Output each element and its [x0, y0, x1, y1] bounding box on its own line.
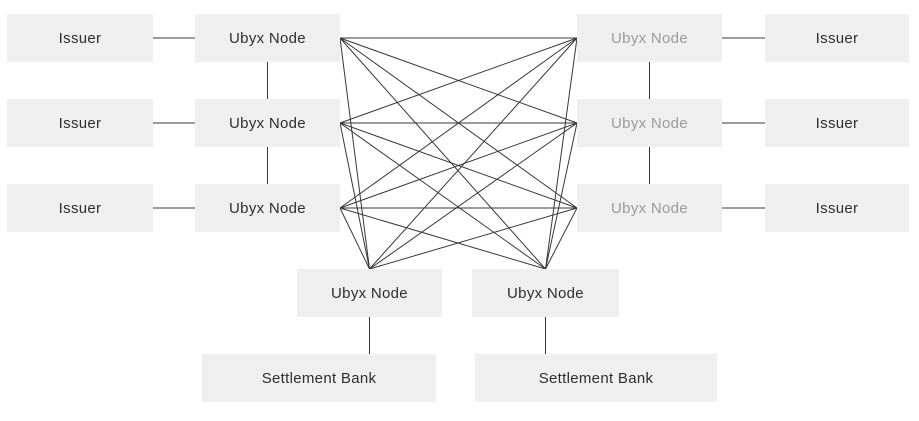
node-issuer-right-1: Issuer [765, 14, 909, 62]
node-issuer-left-1: Issuer [7, 14, 153, 62]
edge-ubyx-bottom-1-to-ubyx-right-1 [369, 37, 578, 270]
edge-ubyx-bottom-2-to-ubyx-right-3 [545, 207, 578, 270]
node-label: Ubyx Node [611, 114, 688, 132]
node-label: Settlement Bank [261, 369, 377, 387]
edge-ubyx-bottom-2-to-ubyx-right-1 [545, 37, 578, 270]
edge-ubyx-bottom-2-to-ubyx-left-2 [339, 122, 546, 270]
node-label: Issuer [58, 29, 102, 47]
node-ubyx-right-2: Ubyx Node [577, 99, 722, 147]
edge-ubyx-bottom-1-to-ubyx-right-3 [369, 207, 578, 270]
node-ubyx-right-3: Ubyx Node [577, 184, 722, 232]
edge-ubyx-bottom-1-to-ubyx-right-2 [369, 122, 578, 270]
node-label: Ubyx Node [611, 29, 688, 47]
node-label: Ubyx Node [229, 114, 306, 132]
node-label: Ubyx Node [331, 284, 408, 302]
node-settlement-bank-2: Settlement Bank [475, 354, 717, 402]
node-issuer-left-3: Issuer [7, 184, 153, 232]
node-ubyx-left-1: Ubyx Node [195, 14, 340, 62]
node-label: Ubyx Node [507, 284, 584, 302]
node-label: Ubyx Node [229, 29, 306, 47]
node-label: Issuer [58, 114, 102, 132]
node-ubyx-left-2: Ubyx Node [195, 99, 340, 147]
node-settlement-bank-1: Settlement Bank [202, 354, 436, 402]
edge-ubyx-left-3-to-ubyx-right-2 [339, 122, 578, 209]
node-issuer-right-3: Issuer [765, 184, 909, 232]
edge-ubyx-bottom-2-to-ubyx-left-3 [339, 207, 546, 270]
node-label: Issuer [815, 199, 859, 217]
edge-ubyx-left-3-to-ubyx-right-1 [339, 37, 578, 209]
edge-ubyx-bottom-1-to-ubyx-left-3 [339, 207, 370, 270]
edge-ubyx-left-2-to-ubyx-right-1 [339, 37, 578, 124]
edge-ubyx-bottom-1-to-ubyx-left-1 [339, 37, 370, 270]
edge-ubyx-bottom-1-to-ubyx-left-2 [339, 122, 370, 270]
node-label: Ubyx Node [229, 199, 306, 217]
node-label: Issuer [58, 199, 102, 217]
edge-ubyx-bottom-2-to-ubyx-right-2 [545, 122, 578, 270]
edge-ubyx-bottom-2-to-ubyx-left-1 [339, 37, 546, 270]
node-ubyx-bottom-1: Ubyx Node [297, 269, 442, 317]
node-label: Issuer [815, 29, 859, 47]
node-label: Issuer [815, 114, 859, 132]
node-issuer-left-2: Issuer [7, 99, 153, 147]
node-ubyx-right-1: Ubyx Node [577, 14, 722, 62]
node-label: Settlement Bank [538, 369, 654, 387]
node-issuer-right-2: Issuer [765, 99, 909, 147]
node-label: Ubyx Node [611, 199, 688, 217]
node-ubyx-left-3: Ubyx Node [195, 184, 340, 232]
node-ubyx-bottom-2: Ubyx Node [472, 269, 619, 317]
